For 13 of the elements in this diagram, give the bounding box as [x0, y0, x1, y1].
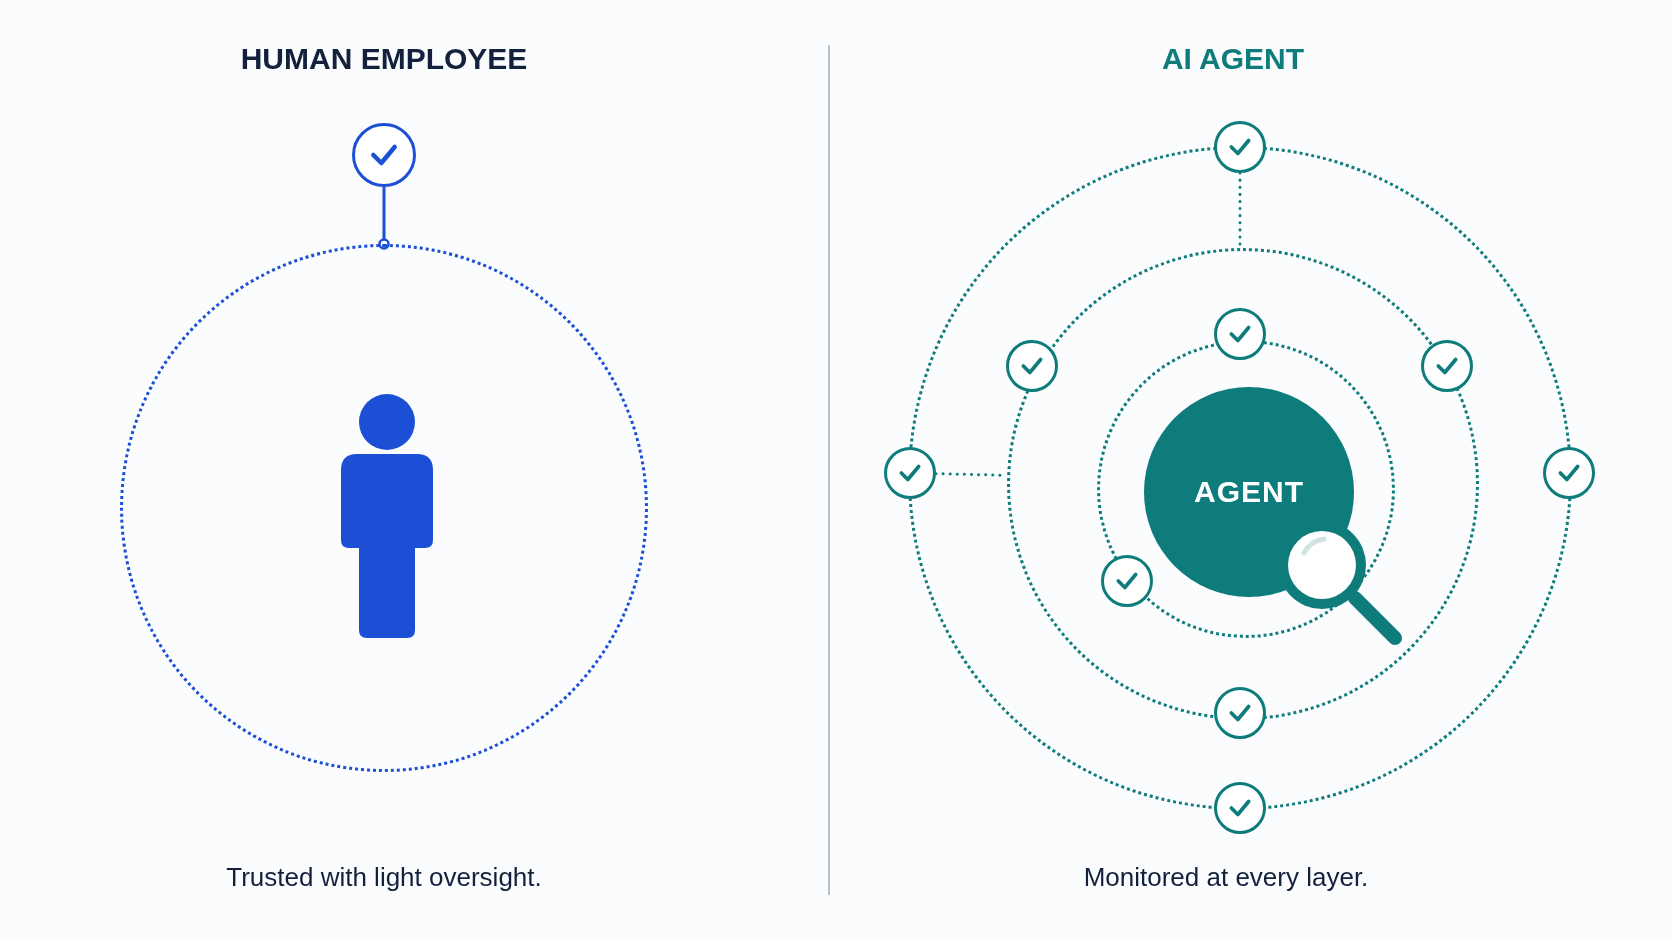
caption-text: Trusted with light oversight.: [226, 862, 542, 893]
panel-heading: HUMAN EMPLOYEE: [240, 42, 528, 76]
check-badge: [352, 123, 416, 187]
connector-line: [1238, 171, 1242, 247]
check-badge: [1543, 447, 1595, 499]
check-badge: [1214, 782, 1266, 834]
agent-label: AGENT: [1194, 475, 1304, 509]
dotted-ring: [120, 244, 648, 772]
check-badge: [884, 447, 936, 499]
connector-line: [378, 187, 390, 250]
caption-text: Monitored at every layer.: [1083, 862, 1369, 893]
panel-heading: AI AGENT: [1161, 42, 1305, 76]
check-badge: [1214, 121, 1266, 173]
